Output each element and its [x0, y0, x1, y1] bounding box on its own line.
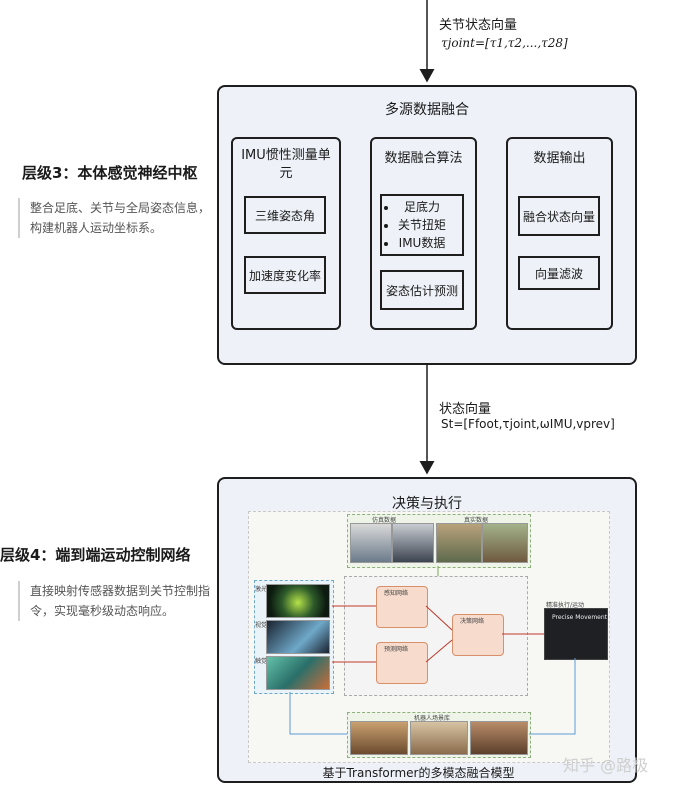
figure-sim-thumb-2	[392, 523, 434, 563]
figure-bottom-label: 机器人场景库	[414, 715, 451, 722]
figure-vision-thumb	[266, 620, 330, 654]
mid-output-label: 状态向量	[439, 402, 492, 417]
output-filter: 向量滤波	[518, 256, 600, 290]
imu-item-accel-rate: 加速度变化率	[244, 256, 326, 294]
figure-scene-thumb-3	[470, 721, 528, 755]
figure-top-label-real: 真实数据	[464, 517, 489, 524]
figure-net-prediction	[376, 642, 428, 684]
figure-feedback-loop-left	[289, 692, 347, 735]
figure-flow-pred-to-decision	[425, 639, 453, 663]
figure-net-decision-label: 决策网络	[460, 618, 485, 625]
figure-sim-thumb-1	[350, 523, 392, 563]
output-fused-state: 融合状态向量	[518, 196, 600, 236]
figure-net-prediction-label: 预测网络	[384, 646, 409, 653]
figure-right-output-group	[544, 608, 608, 660]
level3-desc: 整合足底、关节与全局姿态信息，构建机器人运动坐标系。	[18, 198, 210, 238]
figure-tactile-thumb	[266, 656, 330, 690]
figure-net-perception-label: 感知网络	[384, 590, 409, 597]
figure-feedback-loop	[529, 658, 576, 735]
algo-bullet-imu-data: IMU数据	[398, 234, 446, 252]
algo-estimate-box: 姿态估计预测	[380, 270, 464, 310]
level3-title: 层级3：本体感觉神经中枢	[22, 164, 198, 182]
top-input-formula: τjoint=[τ1,τ2,...,τ28]	[441, 36, 568, 50]
figure-flow-net-to-decision	[425, 605, 453, 631]
figure-net-decision	[452, 614, 504, 656]
level4-title: 层级4：端到端运动控制网络	[0, 546, 191, 564]
imu-item-attitude: 三维姿态角	[244, 196, 326, 234]
algo-bullet-joint-torque: 关节扭矩	[398, 216, 446, 234]
imu-title: IMU惯性测量单元	[241, 148, 331, 181]
figure-real-thumb-2	[482, 523, 528, 563]
top-input-label: 关节状态向量	[439, 18, 518, 33]
watermark: 知乎 @路极	[563, 756, 649, 775]
figure-top-label-sim: 仿真数据	[372, 517, 397, 524]
mid-output-formula: St=[Ffoot,τjoint,ωIMU,vprev]	[441, 417, 615, 431]
fusion-title: 多源数据融合	[385, 102, 469, 118]
figure-net-perception	[376, 586, 428, 628]
figure-scene-thumb-2	[410, 721, 468, 755]
decision-title: 决策与执行	[392, 496, 462, 512]
decision-caption: 基于Transformer的多模态融合模型	[322, 766, 515, 780]
output-title: 数据输出	[533, 151, 586, 166]
figure-right-label: Precise Movement	[552, 614, 608, 621]
figure-right-header: 精准执行/运动	[546, 602, 585, 609]
level4-desc: 直接映射传感器数据到关节控制指令，实现毫秒级动态响应。	[18, 581, 210, 621]
algo-inputs-box: 足底力 关节扭矩 IMU数据	[380, 194, 464, 256]
figure-lidar-thumb	[266, 584, 330, 618]
algo-title: 数据融合算法	[384, 151, 463, 166]
figure-real-thumb-1	[436, 523, 482, 563]
figure-left-label-vision: 视觉	[255, 622, 268, 629]
figure-scene-thumb-1	[350, 721, 408, 755]
algo-bullet-foot-force: 足底力	[398, 198, 446, 216]
